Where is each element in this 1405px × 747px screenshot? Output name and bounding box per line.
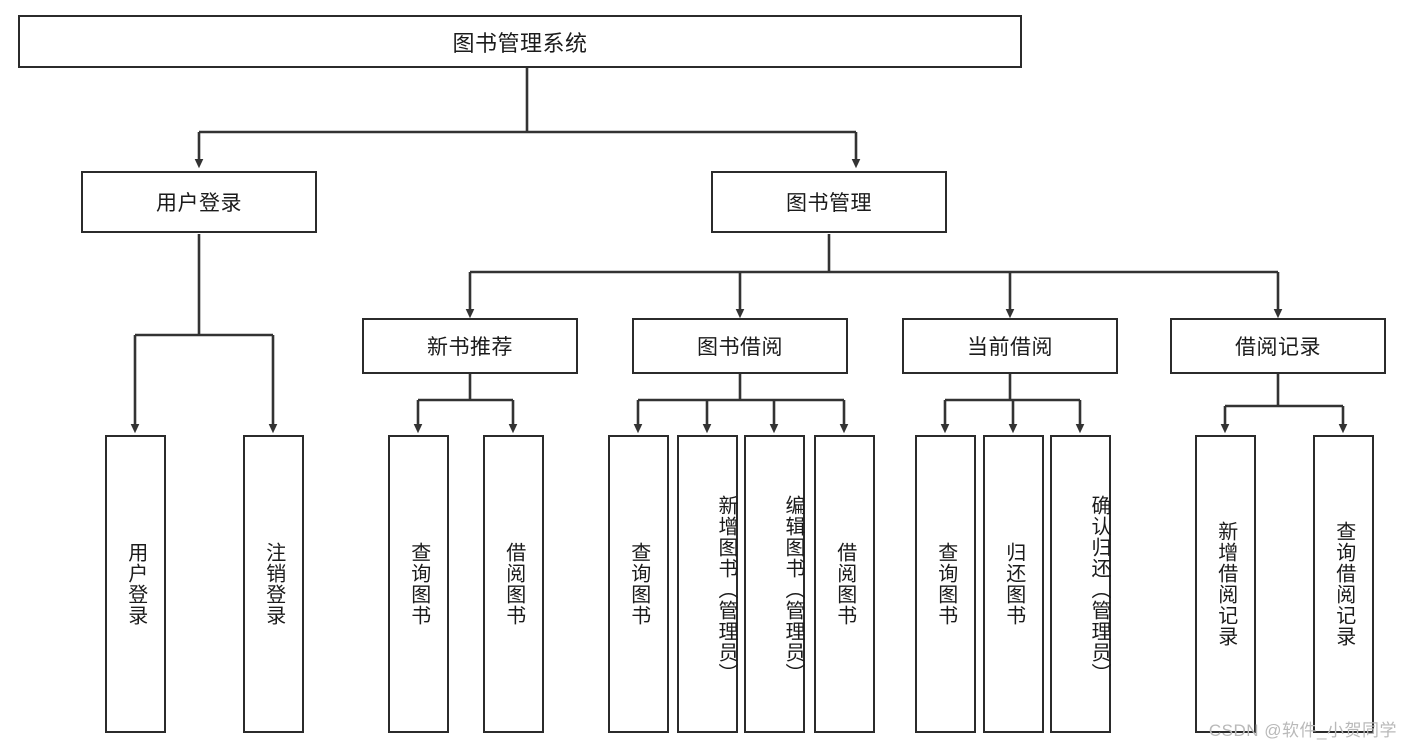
leaf-borrow-borrow-book[interactable]: 借阅图书: [814, 435, 875, 733]
node-label: 查询图书: [407, 542, 430, 626]
node-label: 借阅图书: [502, 542, 525, 626]
node-borrow-record[interactable]: 借阅记录: [1170, 318, 1386, 374]
node-label: 借阅记录: [1235, 336, 1321, 359]
node-new-book-recommend[interactable]: 新书推荐: [362, 318, 578, 374]
node-user-login[interactable]: 用户登录: [81, 171, 317, 233]
leaf-recommend-borrow-book[interactable]: 借阅图书: [483, 435, 544, 733]
watermark-text: CSDN @软件_小贺同学: [1208, 721, 1397, 740]
node-label: 归还图书: [1002, 542, 1025, 626]
leaf-borrow-query-book[interactable]: 查询图书: [608, 435, 669, 733]
leaf-user-login-logout[interactable]: 注销登录: [243, 435, 304, 733]
leaf-current-confirm-return-admin[interactable]: 确认归还（管理员）: [1050, 435, 1111, 733]
leaf-user-login-login[interactable]: 用户登录: [105, 435, 166, 733]
node-label: 新书推荐: [427, 336, 513, 359]
leaf-current-return-book[interactable]: 归还图书: [983, 435, 1044, 733]
node-label: 用户登录: [124, 542, 147, 626]
node-label: 新增图书（管理员）: [715, 494, 737, 684]
node-label: 当前借阅: [967, 336, 1053, 359]
node-book-borrow[interactable]: 图书借阅: [632, 318, 848, 374]
node-label: 新增借阅记录: [1214, 521, 1237, 647]
leaf-record-add-record[interactable]: 新增借阅记录: [1195, 435, 1256, 733]
node-current-borrow[interactable]: 当前借阅: [902, 318, 1118, 374]
leaf-recommend-query-book[interactable]: 查询图书: [388, 435, 449, 733]
node-label: 编辑图书（管理员）: [782, 494, 804, 684]
node-label: 借阅图书: [833, 542, 856, 626]
node-label: 查询图书: [627, 542, 650, 626]
node-label: 注销登录: [262, 542, 285, 626]
node-label: 用户登录: [156, 192, 242, 215]
leaf-borrow-edit-book-admin[interactable]: 编辑图书（管理员）: [744, 435, 805, 733]
leaf-record-query-record[interactable]: 查询借阅记录: [1313, 435, 1374, 733]
leaf-borrow-add-book-admin[interactable]: 新增图书（管理员）: [677, 435, 738, 733]
node-root-system[interactable]: 图书管理系统: [18, 15, 1022, 68]
node-label: 图书管理系统: [452, 30, 588, 56]
node-label: 确认归还（管理员）: [1088, 494, 1110, 684]
node-label: 图书管理: [786, 192, 872, 215]
leaf-current-query-book[interactable]: 查询图书: [915, 435, 976, 733]
node-label: 查询图书: [934, 542, 957, 626]
node-book-management[interactable]: 图书管理: [711, 171, 947, 233]
node-label: 查询借阅记录: [1332, 521, 1355, 647]
node-label: 图书借阅: [697, 336, 783, 359]
